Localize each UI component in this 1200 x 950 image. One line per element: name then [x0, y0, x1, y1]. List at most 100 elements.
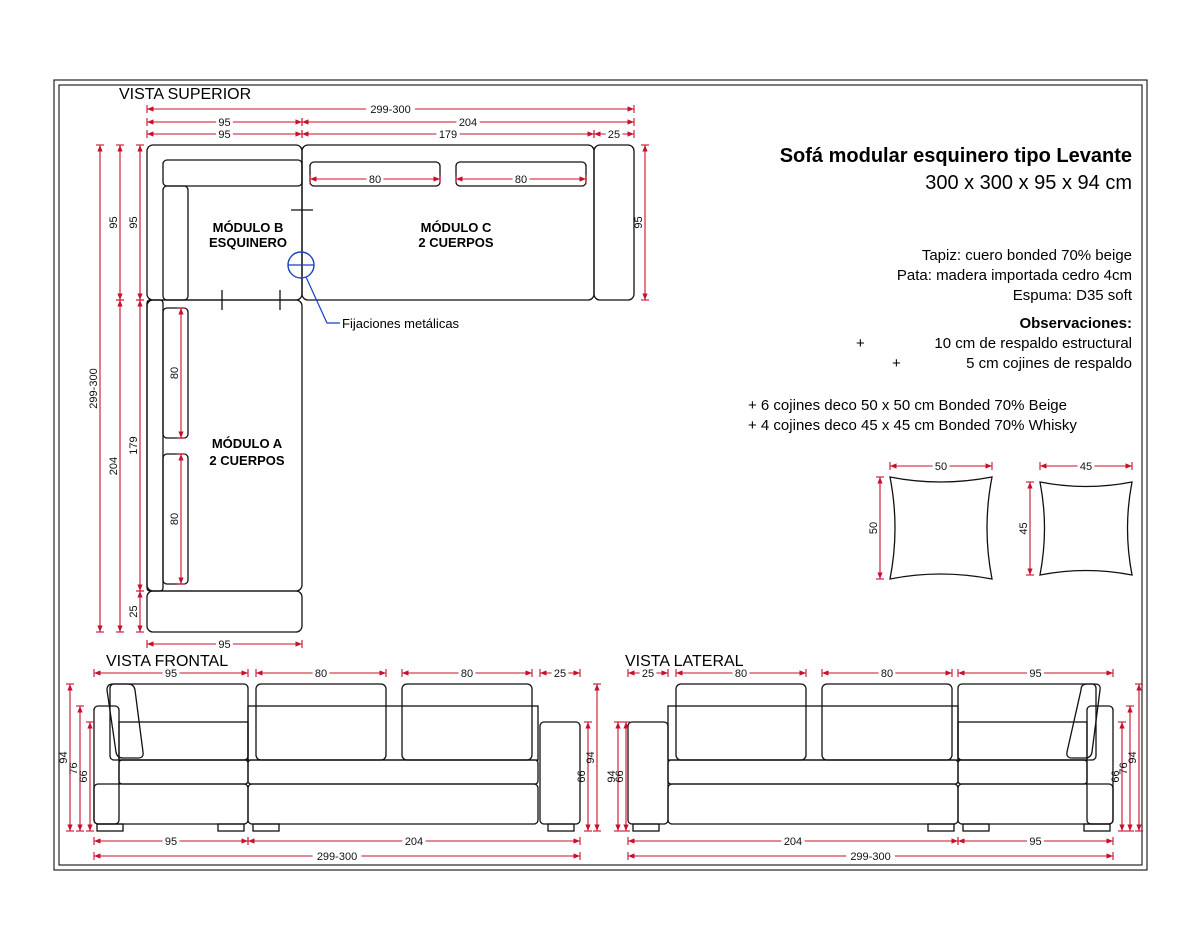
side-module-b-back-panel	[957, 721, 1088, 761]
dim-label-f_80a: 80	[315, 668, 327, 680]
top-view: Fijaciones metálicas MÓDULO B ESQUINERO …	[146, 144, 635, 633]
dim-label-l_b204: 204	[784, 836, 802, 848]
dim-label-f_btotal: 299-300	[317, 851, 357, 863]
dim-label-top_95b: 95	[218, 129, 230, 141]
dim-label-l_95: 95	[1029, 668, 1041, 680]
dim-label-f_80b: 80	[461, 668, 473, 680]
dim-label-bg	[312, 668, 330, 678]
observation-2-plus: +	[892, 355, 901, 372]
dim-label-p45h: 45	[1018, 522, 1030, 534]
side-right-arm	[1086, 705, 1114, 825]
dim-label-bg	[1077, 461, 1095, 471]
dim-label-l_66l: 66	[614, 770, 626, 782]
module-a-label-2: 2 CUERPOS	[209, 453, 284, 468]
module-a-back-cushion-1	[162, 307, 189, 439]
dim-label-p50h: 50	[868, 522, 880, 534]
side-left-arm	[627, 721, 669, 825]
dim-label-f_95: 95	[165, 668, 177, 680]
front-leg-4	[547, 823, 575, 832]
dim-label-bg	[162, 836, 180, 846]
view-label-frontal: VISTA FRONTAL	[106, 653, 228, 670]
right-armrest	[593, 144, 635, 301]
side-back-cushion-2	[821, 683, 953, 761]
view-label-superior: VISTA SUPERIOR	[119, 86, 251, 103]
outer-frame	[53, 79, 1148, 871]
dim-label-top_95a: 95	[218, 117, 230, 129]
module-b-label-2: ESQUINERO	[209, 235, 287, 250]
dim-label-p45w: 45	[1080, 461, 1092, 473]
spec-pata: Pata: madera importada cedro 4cm	[897, 267, 1132, 284]
module-b-label-1: MÓDULO B	[213, 220, 284, 235]
dim-label-bg	[366, 104, 415, 114]
dim-label-bg	[162, 668, 180, 678]
module-c-label-1: MÓDULO C	[421, 220, 492, 235]
side-leg-3	[962, 823, 990, 832]
dim-label-top_179: 179	[439, 129, 457, 141]
dim-label-bg	[366, 174, 384, 184]
front-leg-3	[252, 823, 280, 832]
dim-label-f_b95: 95	[165, 836, 177, 848]
dim-label-bg	[639, 668, 657, 678]
front-view	[93, 683, 581, 832]
front-module-c-base	[247, 783, 539, 825]
front-right-arm	[539, 721, 581, 825]
module-c-back-cushion-1	[309, 161, 441, 187]
front-module-b-base	[93, 783, 249, 825]
module-a-backrest	[146, 299, 164, 592]
module-c-label-2: 2 CUERPOS	[418, 235, 493, 250]
cushions-line-1: + 6 cojines deco 50 x 50 cm Bonded 70% B…	[748, 397, 1067, 414]
dim-label-bg	[732, 668, 750, 678]
observations-heading: Observaciones:	[1019, 315, 1132, 332]
front-back-cushion-2	[401, 683, 533, 761]
dim-label-l_btotal: 299-300	[850, 851, 890, 863]
front-left-arm	[93, 705, 120, 825]
side-module-c-seat	[667, 759, 959, 785]
side-leg-2	[927, 823, 955, 832]
bottom-armrest	[146, 590, 303, 633]
dim-label-bg	[436, 129, 460, 139]
dim-label-cush_a2: 80	[169, 513, 181, 525]
dim-label-bg	[1027, 836, 1044, 846]
dim-label-l_76r: 76	[1118, 762, 1130, 774]
dim-label-bg	[605, 129, 623, 139]
observation-1-plus: +	[856, 335, 865, 352]
front-leg-2	[217, 823, 245, 832]
inner-frame	[58, 84, 1143, 866]
dim-label-l_80a: 80	[735, 668, 747, 680]
dim-label-cush_c1: 80	[369, 174, 381, 186]
dim-label-bg	[932, 461, 950, 471]
deco-pillows	[889, 476, 1133, 580]
front-module-b-back-panel	[118, 721, 249, 761]
dim-label-bg	[402, 836, 426, 846]
side-module-b-seat	[957, 759, 1088, 785]
dim-label-l_b95: 95	[1029, 836, 1041, 848]
module-b-backrest-top	[162, 159, 303, 187]
side-leg-4	[1083, 823, 1111, 832]
dim-label-f_76l: 76	[68, 762, 80, 774]
pillow-50-icon	[889, 476, 993, 580]
metal-fixation-label: Fijaciones metálicas	[342, 316, 460, 331]
observation-2: 5 cm cojines de respaldo	[966, 355, 1132, 372]
dim-label-l_66r: 66	[1110, 770, 1122, 782]
side-corner-cushion	[1066, 683, 1101, 759]
dim-label-top_total: 299-300	[370, 104, 410, 116]
dim-label-l_25: 25	[642, 668, 654, 680]
dim-label-cush_a1: 80	[169, 367, 181, 379]
module-a-back-cushion-2	[162, 453, 189, 585]
dim-label-cush_c2: 80	[515, 174, 527, 186]
pillow-45-icon	[1039, 481, 1133, 576]
side-module-b-base	[957, 783, 1114, 825]
dim-label-f_25: 25	[554, 668, 566, 680]
dim-label-f_b204: 204	[405, 836, 423, 848]
dim-label-left_299: 299-300	[88, 368, 100, 408]
side-view	[627, 683, 1114, 832]
front-corner-cushion	[106, 683, 144, 759]
dim-label-f_94l: 94	[58, 751, 70, 763]
module-b-backrest-left	[162, 185, 189, 301]
dim-label-l_94r: 94	[1127, 751, 1139, 763]
dim-label-left_204: 204	[108, 457, 120, 475]
dim-label-f_66r: 66	[576, 770, 588, 782]
dim-label-top_25: 25	[608, 129, 620, 141]
dim-label-left_179: 179	[128, 436, 140, 454]
